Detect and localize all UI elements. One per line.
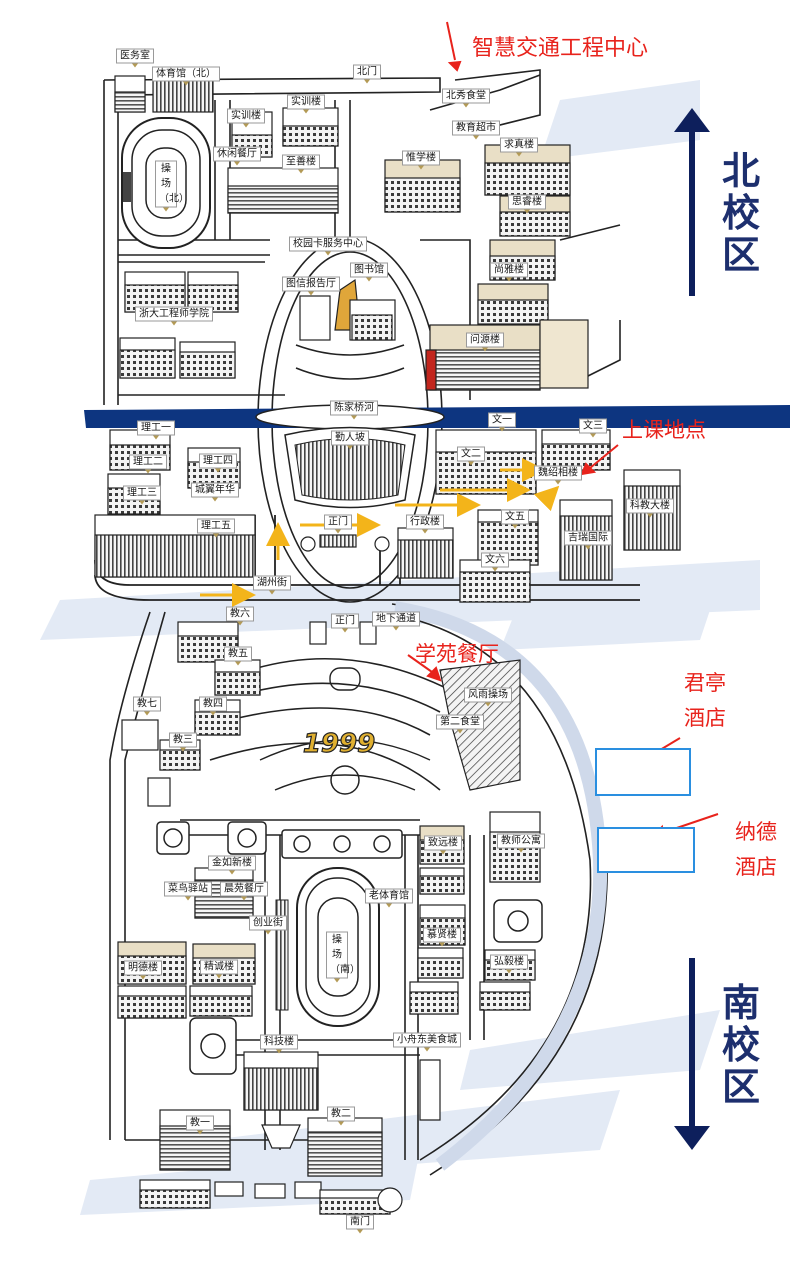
label-jinruxin-building: 金如新楼: [208, 855, 256, 875]
label-hongyi-building: 弘毅楼: [490, 954, 528, 974]
chenjiaqiao-river: [84, 404, 790, 430]
label-jiao2: 教二: [327, 1106, 355, 1126]
label-qiuzhen-building: 求真楼: [500, 137, 538, 157]
label-jiao3: 教三: [169, 732, 197, 752]
label-edu-supermarket: 教育超市: [452, 120, 500, 140]
hotel-junting-annotation-2: 酒店: [684, 706, 726, 730]
hotel-nade-annotation-2: 酒店: [735, 855, 777, 879]
label-second-canteen: 第二食堂: [436, 714, 484, 734]
label-playground-south: 操场（南）: [326, 931, 360, 983]
label-south-gate: 南门: [346, 1214, 374, 1234]
label-huzhou-street: 湖州街: [253, 575, 291, 595]
qinren-stadium: [284, 426, 416, 509]
label-sirui-building: 思睿楼: [508, 194, 546, 214]
label-xiaozhou-food-city: 小舟东美食城: [393, 1032, 461, 1052]
label-training-building-2: 实训楼: [227, 108, 265, 128]
label-main-gate-north: 正门: [324, 514, 352, 534]
label-tech-building: 科技楼: [260, 1034, 298, 1054]
north-campus-title: 北校区: [721, 149, 760, 277]
label-beixiu-canteen: 北秀食堂: [442, 88, 490, 108]
label-ligong4: 理工四: [199, 453, 237, 473]
label-teachers-apartment: 教师公寓: [497, 833, 545, 853]
label-admin-building: 行政楼: [406, 514, 444, 534]
label-jiao6: 教六: [226, 606, 254, 626]
label-muxian-building: 慕贤楼: [423, 927, 461, 947]
label-lecture-hall: 图信报告厅: [282, 276, 340, 296]
label-old-gym: 老体育馆: [365, 888, 413, 908]
middle-buildings: [94, 429, 681, 645]
label-wen6: 文六: [481, 552, 509, 572]
label-clinic: 医务室: [116, 48, 154, 68]
label-ligong5: 理工五: [197, 518, 235, 538]
label-wen3: 文三: [579, 418, 607, 438]
label-gym-north: 体育馆（北）: [152, 66, 220, 86]
label-main-gate-south: 正门: [331, 613, 359, 633]
label-jingcheng-building: 精诚楼: [200, 959, 238, 979]
label-ligong3: 理工三: [123, 485, 161, 505]
label-jiao5: 教五: [224, 646, 252, 666]
label-mingde-building: 明德楼: [124, 960, 162, 980]
label-weixue-building: 惟学楼: [402, 150, 440, 170]
traffic-center-annotation: 智慧交通工程中心: [472, 36, 649, 61]
label-fengyu-playground: 风雨操场: [464, 687, 512, 707]
label-wen2: 文二: [457, 446, 485, 466]
label-playground-north: 操场（北）: [155, 160, 189, 212]
hotel-junting-box: [595, 748, 691, 796]
label-campus-card-center: 校园卡服务中心: [289, 236, 367, 256]
hotel-nade-annotation-1: 纳德: [735, 820, 777, 844]
label-ligong1: 理工一: [137, 420, 175, 440]
label-chenyuan-restaurant: 晨苑餐厅: [220, 881, 268, 901]
label-wen5: 文五: [501, 509, 529, 529]
class-location-annotation: 上课地点: [622, 418, 706, 442]
hotel-nade-box: [597, 827, 695, 873]
dining-annotation: 学苑餐厅: [415, 642, 499, 666]
emblem-1999: 1999: [303, 729, 375, 759]
label-zju-engineer-college: 浙大工程师学院: [135, 306, 213, 326]
label-jiao7: 教七: [133, 696, 161, 716]
label-training-building-1: 实训楼: [287, 94, 325, 114]
label-weishaoxiang-building: 魏绍相楼: [534, 465, 582, 485]
label-shangya-building: 尚雅楼: [490, 262, 528, 282]
label-north-gate: 北门: [353, 64, 381, 84]
label-chenjiaqiao-river: 陈家桥河: [330, 400, 378, 420]
label-jiao4: 教四: [199, 696, 227, 716]
emblem-plaza: [259, 667, 431, 791]
label-cainiao-station: 菜鸟驿站: [164, 881, 212, 901]
label-zhiyuan-building: 致远楼: [424, 835, 462, 855]
label-zhishan-building: 至善楼: [282, 154, 320, 174]
label-qinren-slope: 勤人坡: [331, 430, 369, 450]
label-ligong2: 理工二: [129, 454, 167, 474]
sports-courts: [156, 765, 543, 1075]
label-library: 图书馆: [350, 262, 388, 282]
direction-arrows: [674, 108, 710, 1150]
hotel-junting-annotation-1: 君亭: [684, 671, 726, 695]
label-underpass: 地下通道: [372, 611, 420, 631]
south-campus-title: 南校区: [721, 981, 760, 1109]
label-wen1: 文一: [488, 412, 516, 432]
label-jirui-international: 吉瑞国际: [564, 530, 612, 550]
label-wenyuan-building: 问源楼: [466, 332, 504, 352]
label-jiao1: 教一: [186, 1115, 214, 1135]
label-chengyi-nianhua: 城翼年华: [191, 482, 239, 502]
label-leisure-restaurant: 休闲餐厅: [213, 146, 261, 166]
label-chuangye-street: 创业街: [249, 915, 287, 935]
label-science-education-building: 科教大楼: [626, 498, 674, 518]
